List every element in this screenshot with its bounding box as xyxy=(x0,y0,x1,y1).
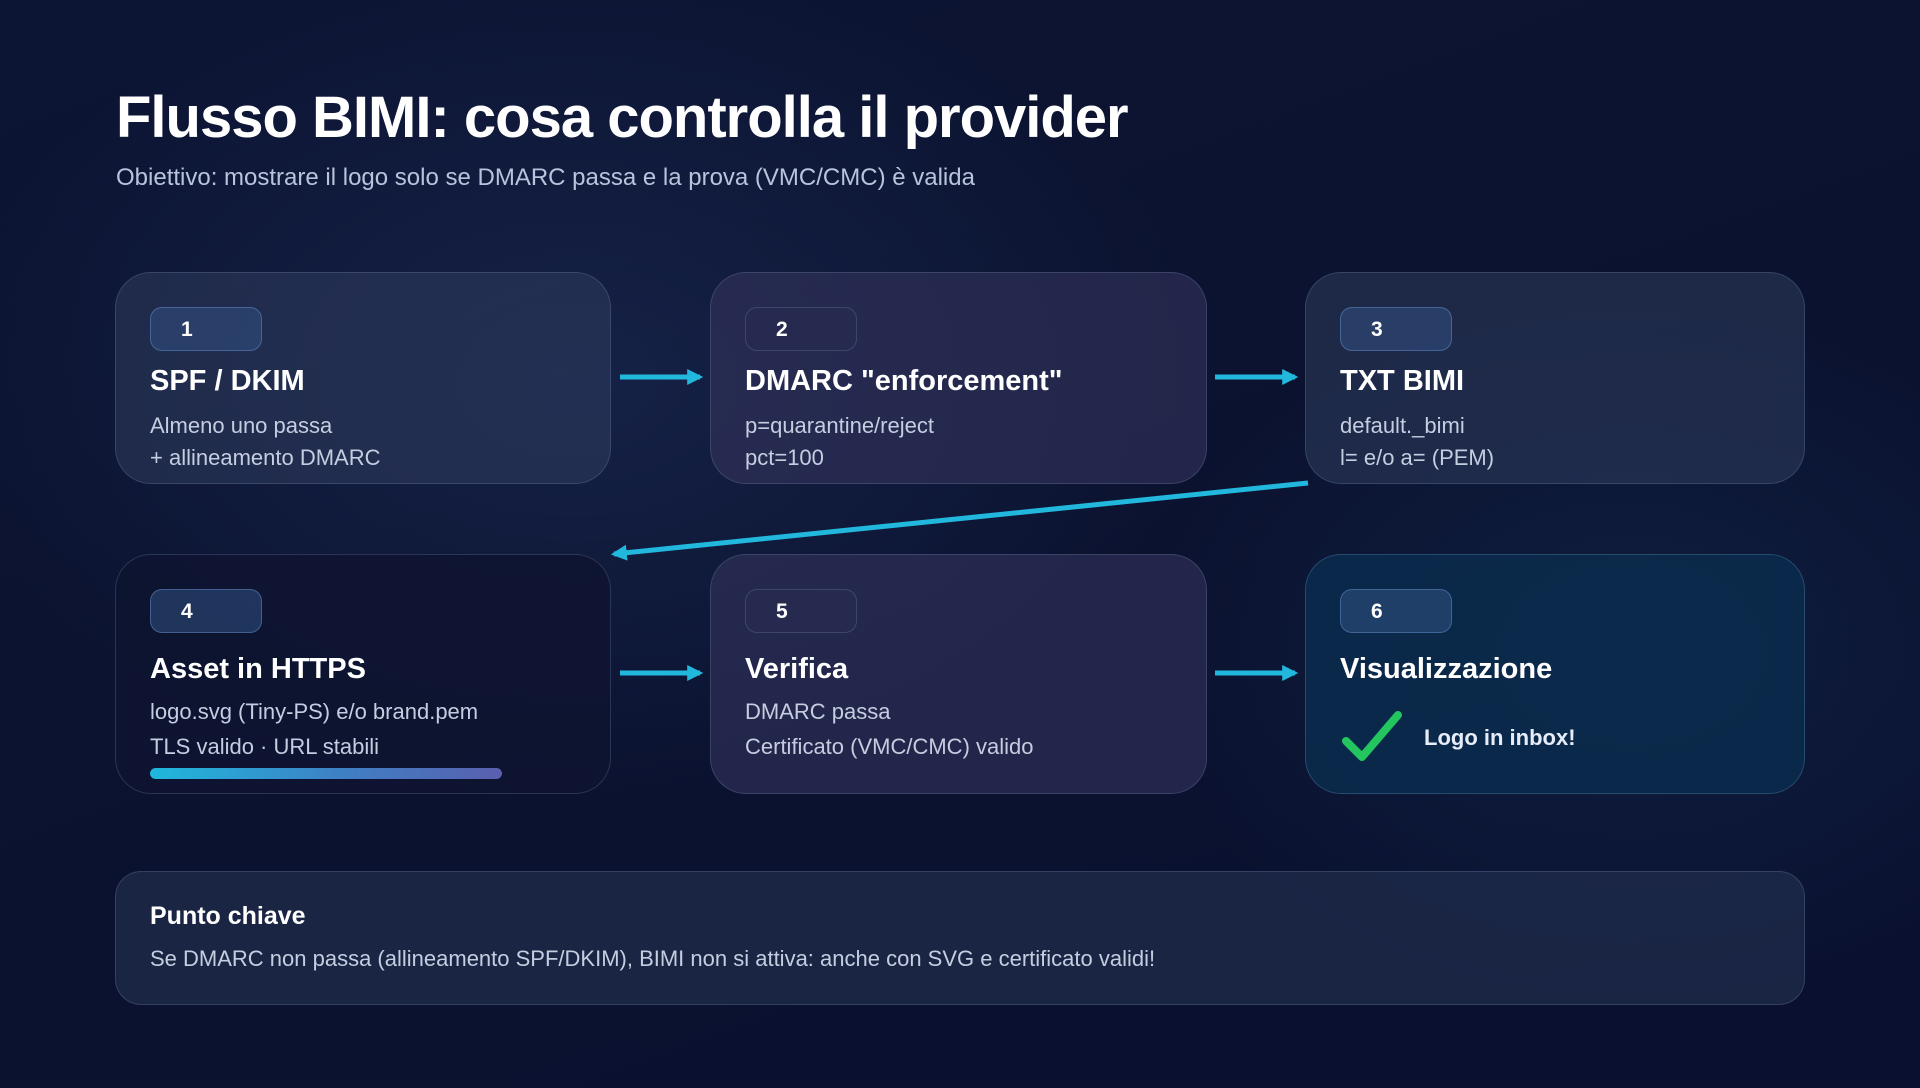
step-detail: + allineamento DMARC xyxy=(150,445,381,470)
step-number: 1 xyxy=(181,318,193,341)
step-title: Visualizzazione xyxy=(1340,653,1553,685)
arrow-3-to-4 xyxy=(610,480,1309,561)
checkmark-icon xyxy=(1342,711,1402,761)
asset-progress-bar xyxy=(150,768,502,779)
step-title: Verifica xyxy=(745,653,849,685)
progress-fill xyxy=(150,768,502,779)
step-number: 2 xyxy=(776,318,788,341)
step-detail: logo.svg (Tiny-PS) e/o brand.pem xyxy=(150,699,479,724)
step-detail: Certificato (VMC/CMC) valido xyxy=(745,734,1034,759)
step-title: SPF / DKIM xyxy=(150,365,305,397)
step-detail: TLS valido · URL stabili xyxy=(150,734,380,759)
step-detail: DMARC passa xyxy=(745,699,891,724)
step-detail: pct=100 xyxy=(745,445,824,470)
step-detail: l= e/o a= (PEM) xyxy=(1340,445,1495,470)
step-title: DMARC "enforcement" xyxy=(745,365,1063,397)
key-point-box: Punto chiave Se DMARC non passa (allinea… xyxy=(115,871,1805,1005)
step-title: Asset in HTTPS xyxy=(150,653,366,685)
step-detail: p=quarantine/reject xyxy=(745,413,934,438)
step-number-badge: 1 xyxy=(150,307,262,351)
step-card-6: 6 Visualizzazione Logo in inbox! xyxy=(1305,554,1805,794)
step-number: 3 xyxy=(1371,318,1383,341)
step-number-badge: 4 xyxy=(150,589,262,633)
step-card-3: 3 TXT BIMI default._bimi l= e/o a= (PEM) xyxy=(1305,272,1805,484)
step-number: 4 xyxy=(181,600,193,623)
step-card-1: 1 SPF / DKIM Almeno uno passa + allineam… xyxy=(115,272,611,484)
step-card-4: 4 Asset in HTTPS logo.svg (Tiny-PS) e/o … xyxy=(115,554,611,794)
step-number: 6 xyxy=(1371,600,1383,623)
step-number: 5 xyxy=(776,600,788,623)
step-detail: default._bimi xyxy=(1340,413,1465,438)
page-title: Flusso BIMI: cosa controlla il provider xyxy=(116,85,1129,150)
key-point-title: Punto chiave xyxy=(150,902,306,930)
step-number-badge: 6 xyxy=(1340,589,1452,633)
step-number-badge: 2 xyxy=(745,307,857,351)
key-point-text: Se DMARC non passa (allineamento SPF/DKI… xyxy=(150,946,1156,971)
step-card-2: 2 DMARC "enforcement" p=quarantine/rejec… xyxy=(710,272,1207,484)
result-text: Logo in inbox! xyxy=(1424,725,1576,750)
step-number-badge: 3 xyxy=(1340,307,1452,351)
step-card-5: 5 Verifica DMARC passa Certificato (VMC/… xyxy=(710,554,1207,794)
step-detail: Almeno uno passa xyxy=(150,413,333,438)
step-number-badge: 5 xyxy=(745,589,857,633)
page-subtitle: Obiettivo: mostrare il logo solo se DMAR… xyxy=(116,164,975,191)
step-title: TXT BIMI xyxy=(1340,365,1465,397)
